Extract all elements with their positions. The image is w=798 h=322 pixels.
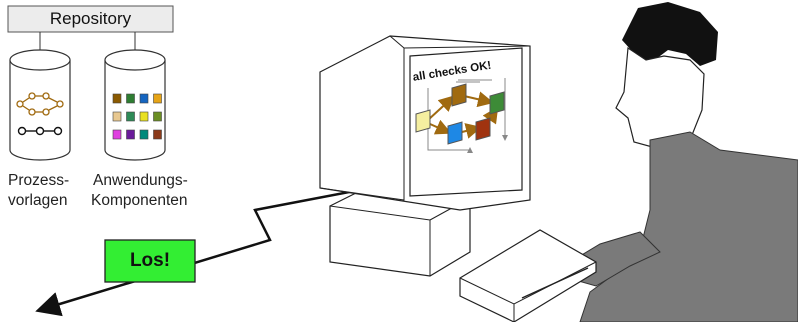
process-templates-cylinder (9, 49, 71, 161)
task-block-green (489, 91, 505, 115)
component-swatch (139, 129, 149, 140)
workflow-icon (16, 92, 64, 116)
task-block-yellow (415, 109, 431, 133)
screen-workflow (415, 78, 508, 153)
sequence-icon (17, 126, 63, 136)
component-swatch (112, 129, 122, 140)
los-button[interactable] (104, 239, 196, 283)
task-block-red (475, 117, 491, 141)
component-swatch (139, 111, 149, 122)
component-swatch (153, 111, 162, 122)
component-grid (112, 93, 162, 140)
component-swatch (112, 93, 122, 104)
component-swatch (139, 93, 149, 104)
los-button-label[interactable]: Los! (129, 250, 171, 271)
component-swatch (126, 93, 135, 104)
application-components-cylinder (104, 49, 166, 161)
person-figure (555, 2, 798, 322)
task-block-brown (451, 83, 467, 107)
templates-label-line2: vorlagen (8, 192, 68, 209)
component-swatch (112, 111, 122, 122)
keyboard (459, 229, 597, 322)
component-swatch (126, 111, 135, 122)
monitor-screen (409, 47, 523, 197)
components-label-line2: Komponenten (91, 192, 188, 209)
templates-label-line1: Prozess- (8, 172, 70, 189)
components-label-line1: Anwendungs- (93, 172, 188, 189)
component-swatch (153, 93, 162, 104)
monitor (319, 35, 531, 211)
repository-label: Repository (49, 9, 132, 28)
repository-box (7, 5, 174, 33)
component-swatch (153, 129, 162, 140)
component-swatch (126, 129, 135, 140)
task-block-blue (447, 121, 463, 145)
